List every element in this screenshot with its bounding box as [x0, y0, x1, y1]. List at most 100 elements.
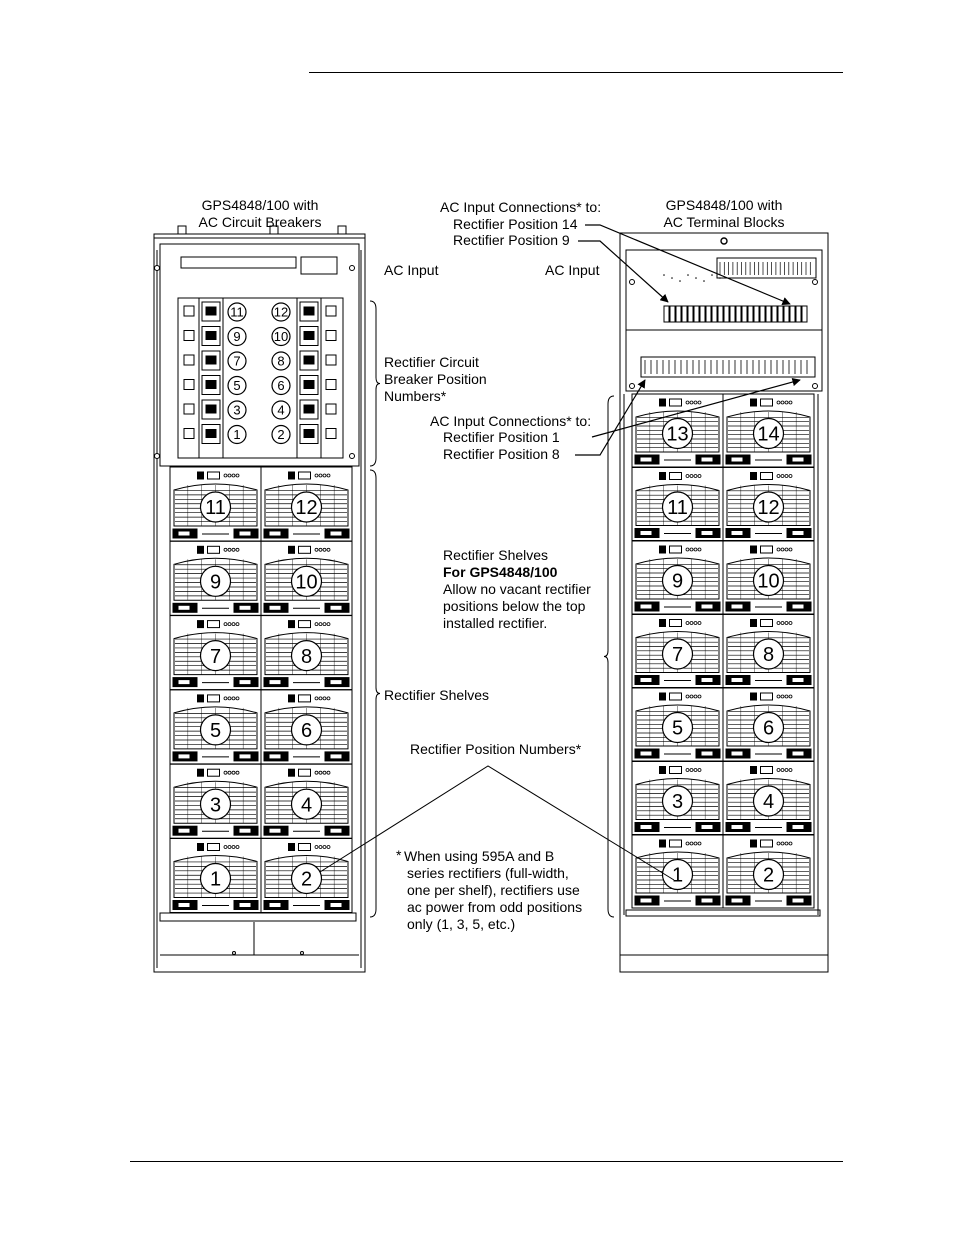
- left-cabinet-base-screw: [300, 951, 304, 955]
- rectifier-latch-right: [700, 677, 714, 683]
- position-circle: [752, 858, 785, 891]
- left-cabinet-label-plate: [300, 256, 338, 275]
- position-number: 7: [672, 644, 683, 666]
- rectifier-display: [207, 694, 220, 703]
- breaker-handle-left: [205, 404, 217, 414]
- breaker-handle-right: [303, 404, 315, 414]
- rectifier-indicator: [689, 400, 694, 405]
- ac-input-connections-bottom-line2: Rectifier Position 1: [443, 429, 560, 445]
- position-circle: [199, 565, 232, 597]
- breaker-handle-right: [303, 429, 315, 438]
- rectifier-latch-left: [177, 679, 191, 686]
- rectifier-latch-right: [791, 603, 805, 610]
- position-circle: [752, 638, 785, 670]
- rectifier-position-5: 5: [661, 711, 694, 744]
- panel-dot: [679, 280, 681, 282]
- rectifier-unit: 8: [722, 614, 815, 688]
- right-cabinet-base-rail: [625, 909, 821, 917]
- rectifier-indicator: [689, 841, 694, 846]
- position-circle: [661, 711, 694, 744]
- right-cabinet-screw: [629, 279, 635, 285]
- rectifier-position-11: 11: [199, 491, 232, 523]
- rectifier-display: [669, 839, 682, 848]
- rectifier-latch-left: [639, 603, 653, 610]
- rectifier-led: [750, 398, 757, 407]
- rectifier-latch-right: [700, 897, 714, 904]
- left-cabinet-nameplate: [180, 256, 297, 269]
- rectifier-unit: 11: [169, 466, 262, 542]
- terminal-block: [693, 305, 700, 323]
- breaker-column-left: [198, 297, 224, 459]
- breaker-position-label: Rectifier Circuit Breaker Position Numbe…: [384, 354, 487, 405]
- rectifier-indicator: [780, 400, 785, 405]
- position-circle: [661, 638, 694, 670]
- rectifier-led: [659, 766, 666, 774]
- rectifier-latch-left: [268, 902, 282, 908]
- footnote-line4: ac power from odd positions: [407, 899, 583, 915]
- position-number: 2: [763, 865, 774, 887]
- rectifier-indicator: [318, 770, 323, 775]
- rectifier-position-4: 4: [290, 788, 323, 820]
- rectifier-latch-right: [791, 677, 805, 683]
- rectifier-led: [750, 766, 757, 774]
- rectifier-latch-right: [791, 897, 805, 904]
- footnote-line1: When using 595A and B: [404, 848, 555, 864]
- rectifier-display: [760, 839, 773, 848]
- terminal-block: [675, 305, 682, 323]
- rectifier-indicator: [314, 473, 319, 478]
- rectifier-led: [288, 545, 295, 554]
- rectifier-position-1: 1: [661, 858, 694, 891]
- leader-position-numbers: [319, 765, 675, 881]
- rectifier-indicator: [784, 768, 789, 772]
- rectifier-display: [669, 692, 682, 701]
- rectifier-indicator: [235, 622, 240, 626]
- rectifier-indicator: [689, 694, 694, 699]
- right-shelves-brace: [603, 395, 615, 918]
- rectifier-latch-right: [238, 902, 252, 908]
- rectifier-led: [197, 620, 204, 629]
- rectifier-indicator: [685, 474, 690, 478]
- rectifier-position-9: 9: [199, 565, 232, 597]
- rectifier-indicator: [780, 694, 785, 699]
- rectifier-indicator: [318, 547, 323, 552]
- rectifier-unit: 10: [260, 540, 353, 616]
- position-circle: [290, 714, 323, 746]
- rectifier-indicator: [784, 694, 789, 699]
- rectifier-indicator: [776, 841, 781, 846]
- left-cabinet-screw: [349, 265, 355, 271]
- rectifier-unit: 1: [169, 838, 262, 913]
- rectifier-led: [197, 545, 204, 554]
- rectifier-indicator: [788, 768, 793, 772]
- rectifier-latch-right: [791, 824, 805, 830]
- rectifier-display: [760, 619, 773, 627]
- position-circle: [661, 858, 694, 891]
- position-circle: [227, 302, 247, 322]
- breaker-slot-left: [183, 403, 195, 415]
- terminal-block: [765, 305, 772, 323]
- terminal-block: [729, 305, 736, 323]
- rectifier-latch-right: [700, 530, 714, 536]
- breaker-slot-left: [183, 330, 195, 341]
- rectifier-shelves-note: Rectifier Shelves For GPS4848/100 Allow …: [443, 547, 591, 632]
- rectifier-position-7: 7: [661, 638, 694, 670]
- rectifier-led: [197, 768, 204, 777]
- rectifier-unit: 6: [722, 687, 815, 762]
- rectifier-display: [760, 766, 773, 774]
- rectifier-display: [298, 620, 311, 629]
- rectifier-shelves-note-line3: installed rectifier.: [443, 615, 548, 631]
- terminal-block: [795, 305, 802, 323]
- position-number: 7: [233, 354, 240, 369]
- terminal-block: [711, 305, 718, 323]
- rectifier-indicator: [318, 622, 323, 626]
- position-number: 11: [667, 497, 688, 519]
- rectifier-indicator: [322, 622, 327, 626]
- rectifier-indicator: [697, 694, 702, 699]
- terminal-block: [717, 305, 724, 323]
- position-number: 4: [301, 794, 312, 816]
- rectifier-indicator: [689, 547, 694, 552]
- rectifier-latch-left: [730, 824, 744, 830]
- breaker-position-7: 7: [227, 351, 247, 371]
- position-circle: [227, 400, 247, 420]
- rectifier-indicator: [776, 400, 781, 405]
- rectifier-indicator: [697, 400, 702, 405]
